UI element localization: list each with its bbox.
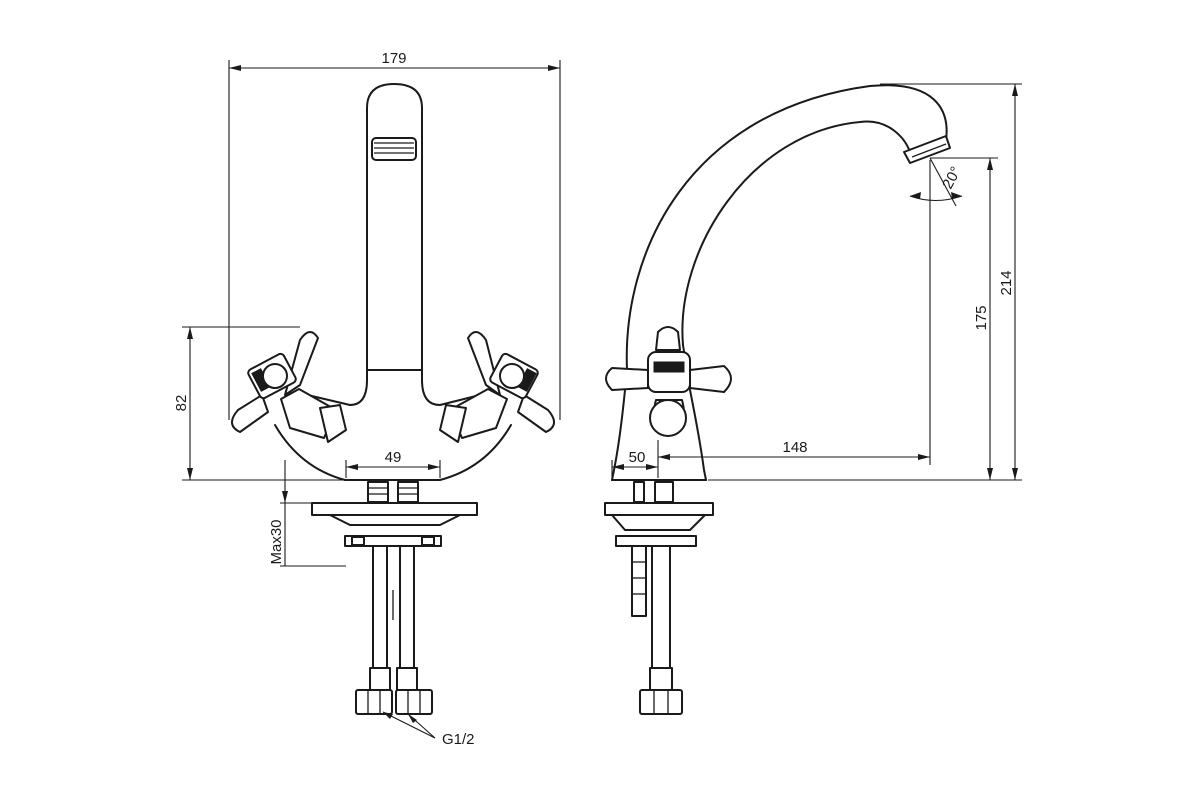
curved-spout — [625, 84, 951, 371]
front-mounting-assembly — [311, 481, 478, 715]
spout-column — [366, 83, 423, 371]
side-view: 50 148 175 214 — [604, 83, 1022, 715]
left-handle — [231, 331, 347, 443]
spout-height-label: 175 — [973, 305, 990, 330]
total-height-label: 214 — [998, 270, 1015, 295]
dimension-overall-width: 179 — [228, 50, 561, 420]
dimension-spout-reach: 148 — [658, 160, 931, 465]
dimension-spout-height: 175 — [708, 157, 1022, 481]
side-body — [605, 326, 732, 481]
dimension-base-width: 50 — [611, 440, 659, 478]
dimension-total-height: 214 — [880, 83, 1022, 480]
thread-size-leader: G1/2 — [382, 711, 475, 748]
spout-angle-label: 20° — [939, 164, 965, 192]
dimension-spout-angle: 20° — [909, 157, 965, 207]
front-view: 179 82 49 Max30 — [173, 50, 561, 748]
thread-size-label: G1/2 — [442, 731, 475, 748]
right-handle — [439, 331, 555, 443]
dimension-handle-spacing: 49 — [345, 449, 441, 478]
base-width-label: 50 — [629, 449, 646, 466]
dimension-handle-height: 82 — [173, 326, 367, 481]
handle-height-label: 82 — [173, 395, 190, 412]
side-mounting-assembly — [604, 481, 714, 715]
handle-spacing-label: 49 — [385, 449, 402, 466]
overall-width-label: 179 — [381, 50, 406, 67]
dimension-max-counter-thickness: Max30 — [268, 460, 346, 567]
max-counter-thickness-label: Max30 — [268, 519, 285, 564]
spout-reach-label: 148 — [782, 439, 807, 456]
